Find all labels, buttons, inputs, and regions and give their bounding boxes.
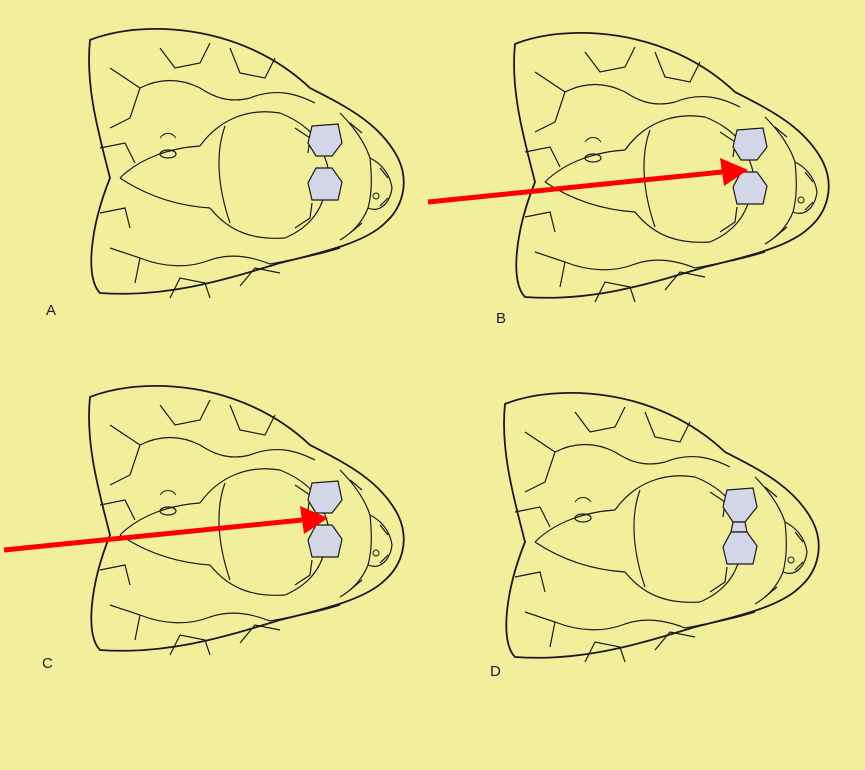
snake-head-a — [89, 29, 404, 298]
snake-head-b — [514, 33, 829, 302]
highlighted-scales-d — [723, 488, 757, 564]
label-a: A — [46, 302, 56, 319]
panel-d — [504, 393, 819, 662]
snake-head-d — [504, 393, 819, 662]
panel-b — [514, 33, 829, 302]
label-d: D — [490, 663, 501, 680]
panel-c — [89, 386, 404, 655]
panel-a — [89, 29, 404, 298]
label-b: B — [496, 310, 506, 327]
arrow-b — [428, 158, 748, 202]
highlighted-scales-a — [308, 124, 342, 200]
arrow-c — [4, 506, 328, 550]
label-c: C — [42, 655, 53, 672]
snake-head-c — [89, 386, 404, 655]
